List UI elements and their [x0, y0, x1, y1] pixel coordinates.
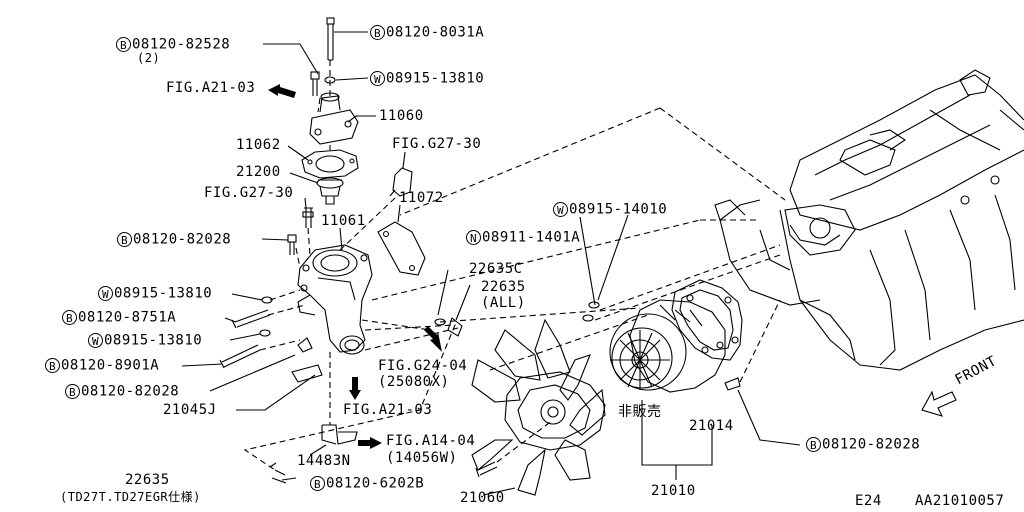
label-21060: 21060 — [460, 490, 505, 506]
page-code: E24 — [855, 493, 882, 509]
part-number: 08120-82028 — [133, 231, 232, 248]
part-number: 08915-13810 — [104, 332, 203, 349]
prefix-circle: N — [466, 230, 481, 245]
long-bolt — [326, 17, 335, 61]
label-22635-all: 22635 — [481, 279, 526, 295]
water-outlet — [309, 92, 359, 145]
label-11061: 11061 — [321, 213, 366, 229]
prefix-circle: W — [98, 286, 113, 301]
part-number: 08915-13810 — [114, 285, 213, 302]
prefix-circle: B — [45, 358, 60, 373]
pump-gasket — [671, 279, 743, 361]
hose-fitting — [321, 424, 358, 445]
ref-figG27-30-right: FIG.G27-30 — [392, 136, 482, 152]
label-14056W: (14056W) — [386, 450, 458, 466]
label-all: (ALL) — [481, 295, 526, 311]
water-pump — [609, 299, 726, 393]
label-11060: 11060 — [379, 108, 424, 124]
figure-reference-arrows — [268, 84, 442, 449]
cooling-fan — [471, 318, 606, 496]
label-21010: 21010 — [651, 483, 696, 499]
thermostat — [316, 177, 344, 205]
label-11072: 11072 — [399, 190, 444, 206]
part-number: 08120-8751A — [78, 309, 177, 326]
prefix-circle: B — [116, 37, 131, 52]
prefix-circle: B — [370, 25, 385, 40]
label-qty: (2) — [137, 51, 161, 65]
figure-id: AA21010057 — [915, 493, 1005, 509]
prefix-circle: W — [370, 71, 385, 86]
label-22635C: 22635C — [469, 261, 523, 277]
ref-figA21-03-bottom: FIG.A21-03 — [343, 402, 433, 418]
part-number: 08120-82528 — [132, 36, 231, 53]
part-number: 08120-82028 — [822, 436, 921, 453]
label-14483N: 14483N — [297, 453, 351, 469]
engine-block — [714, 69, 1024, 371]
prefix-circle: B — [62, 310, 77, 325]
gasket — [301, 149, 359, 179]
ref-figG24-04: FIG.G24-04 — [378, 358, 468, 374]
leader-lines — [181, 31, 801, 496]
part-number: 08120-82028 — [81, 383, 180, 400]
label-11062: 11062 — [236, 137, 281, 153]
part-number: 08911-1401A — [482, 229, 581, 246]
front-arrow — [921, 390, 957, 417]
part-number: 08915-13810 — [386, 70, 485, 87]
label-not-for-sale: 非販売 — [618, 404, 662, 420]
ref-figA21-03-top: FIG.A21-03 — [166, 80, 256, 96]
temp-sensor — [389, 167, 413, 197]
label-21014: 21014 — [689, 418, 734, 434]
ref-figA14-04: FIG.A14-04 — [386, 433, 476, 449]
thermostat-housing — [297, 244, 373, 355]
part-number: 08120-8031A — [386, 24, 485, 41]
small-bolts — [219, 71, 741, 484]
label-25080X: (25080X) — [378, 374, 450, 390]
label-21045J: 21045J — [163, 402, 217, 418]
label-21200: 21200 — [236, 164, 281, 180]
label-22635-bottom: 22635 — [125, 472, 170, 488]
prefix-circle: B — [117, 232, 132, 247]
prefix-circle: B — [310, 476, 325, 491]
part-number: 08120-6202B — [326, 475, 425, 492]
label-td27-spec: (TD27T.TD27EGR仕様) — [60, 490, 201, 504]
ref-figG27-30-left: FIG.G27-30 — [204, 185, 294, 201]
prefix-circle: B — [65, 384, 80, 399]
part-number: 08120-8901A — [61, 357, 160, 374]
prefix-circle: W — [553, 202, 568, 217]
part-number: 08915-14010 — [569, 201, 668, 218]
prefix-circle: B — [806, 437, 821, 452]
prefix-circle: W — [88, 333, 103, 348]
dashed-assembly-lines — [243, 60, 786, 471]
cover-plate — [377, 221, 426, 276]
